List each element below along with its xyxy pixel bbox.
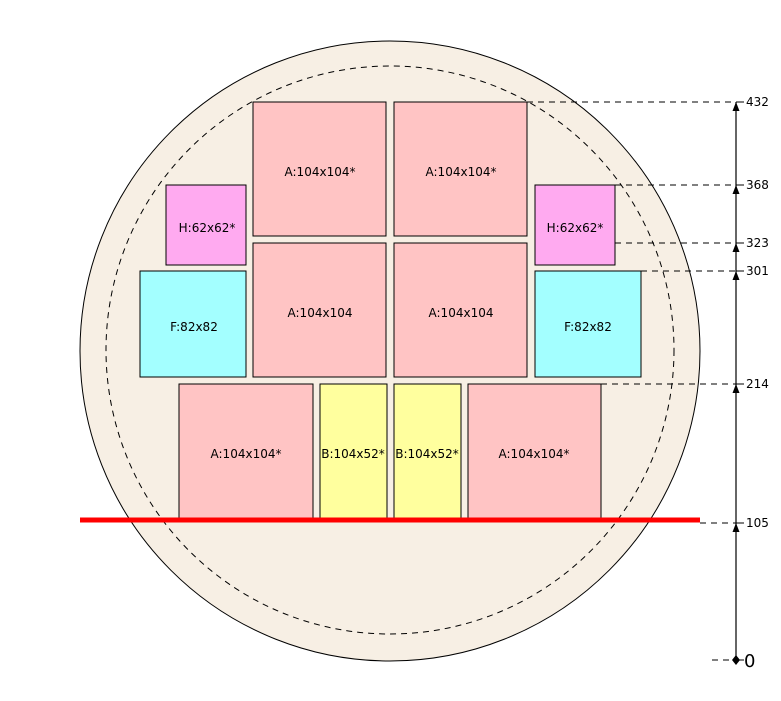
block-label: B:104x52* [321,447,385,461]
usable-area-circle [105,65,675,635]
block-label: H:62x62* [179,221,236,235]
block-h [165,184,247,266]
block-label: A:104x104 [429,306,494,320]
scale-tick-label: 368 [746,178,769,192]
block-a [393,101,528,237]
block-label: A:104x104 [288,306,353,320]
scale-tick-label: 105 [746,516,769,530]
block-label: A:104x104* [426,165,497,179]
arrow-up-icon [732,185,740,194]
block-label: B:104x52* [395,447,459,461]
scale-ticks [736,101,744,661]
guide-lines [527,101,736,661]
blocks [139,101,642,520]
block-label: F:82x82 [170,320,218,334]
block-h [534,184,616,266]
block-a [393,242,528,378]
scale-tick-label: 323 [746,236,769,250]
block-label: A:104x104* [211,447,282,461]
scale-zero-label: 0 [744,651,755,672]
block-b [319,383,388,520]
arrow-up-icon [732,102,740,111]
block-label: H:62x62* [547,221,604,235]
block-a [252,242,387,378]
block-labels: A:104x104* A:104x104* H:62x62* H:62x62* … [170,165,612,461]
block-a [252,101,387,237]
block-b [393,383,462,520]
block-a [467,383,602,520]
scale-tick-label: 301 [746,264,769,278]
arrow-up-icon [732,523,740,532]
block-label: F:82x82 [564,320,612,334]
arrow-up-icon [732,384,740,393]
scale-arrows [732,102,740,665]
block-label: A:104x104* [499,447,570,461]
block-f [534,270,642,378]
arrow-up-icon [732,243,740,252]
block-a [178,383,314,520]
scale-tick-label: 432 [746,95,769,109]
arrow-up-icon [732,271,740,280]
height-scale: 432 368 323 301 214 105 0 [732,95,769,672]
block-f [139,270,247,378]
block-label: A:104x104* [285,165,356,179]
scale-tick-label: 214 [746,377,769,391]
